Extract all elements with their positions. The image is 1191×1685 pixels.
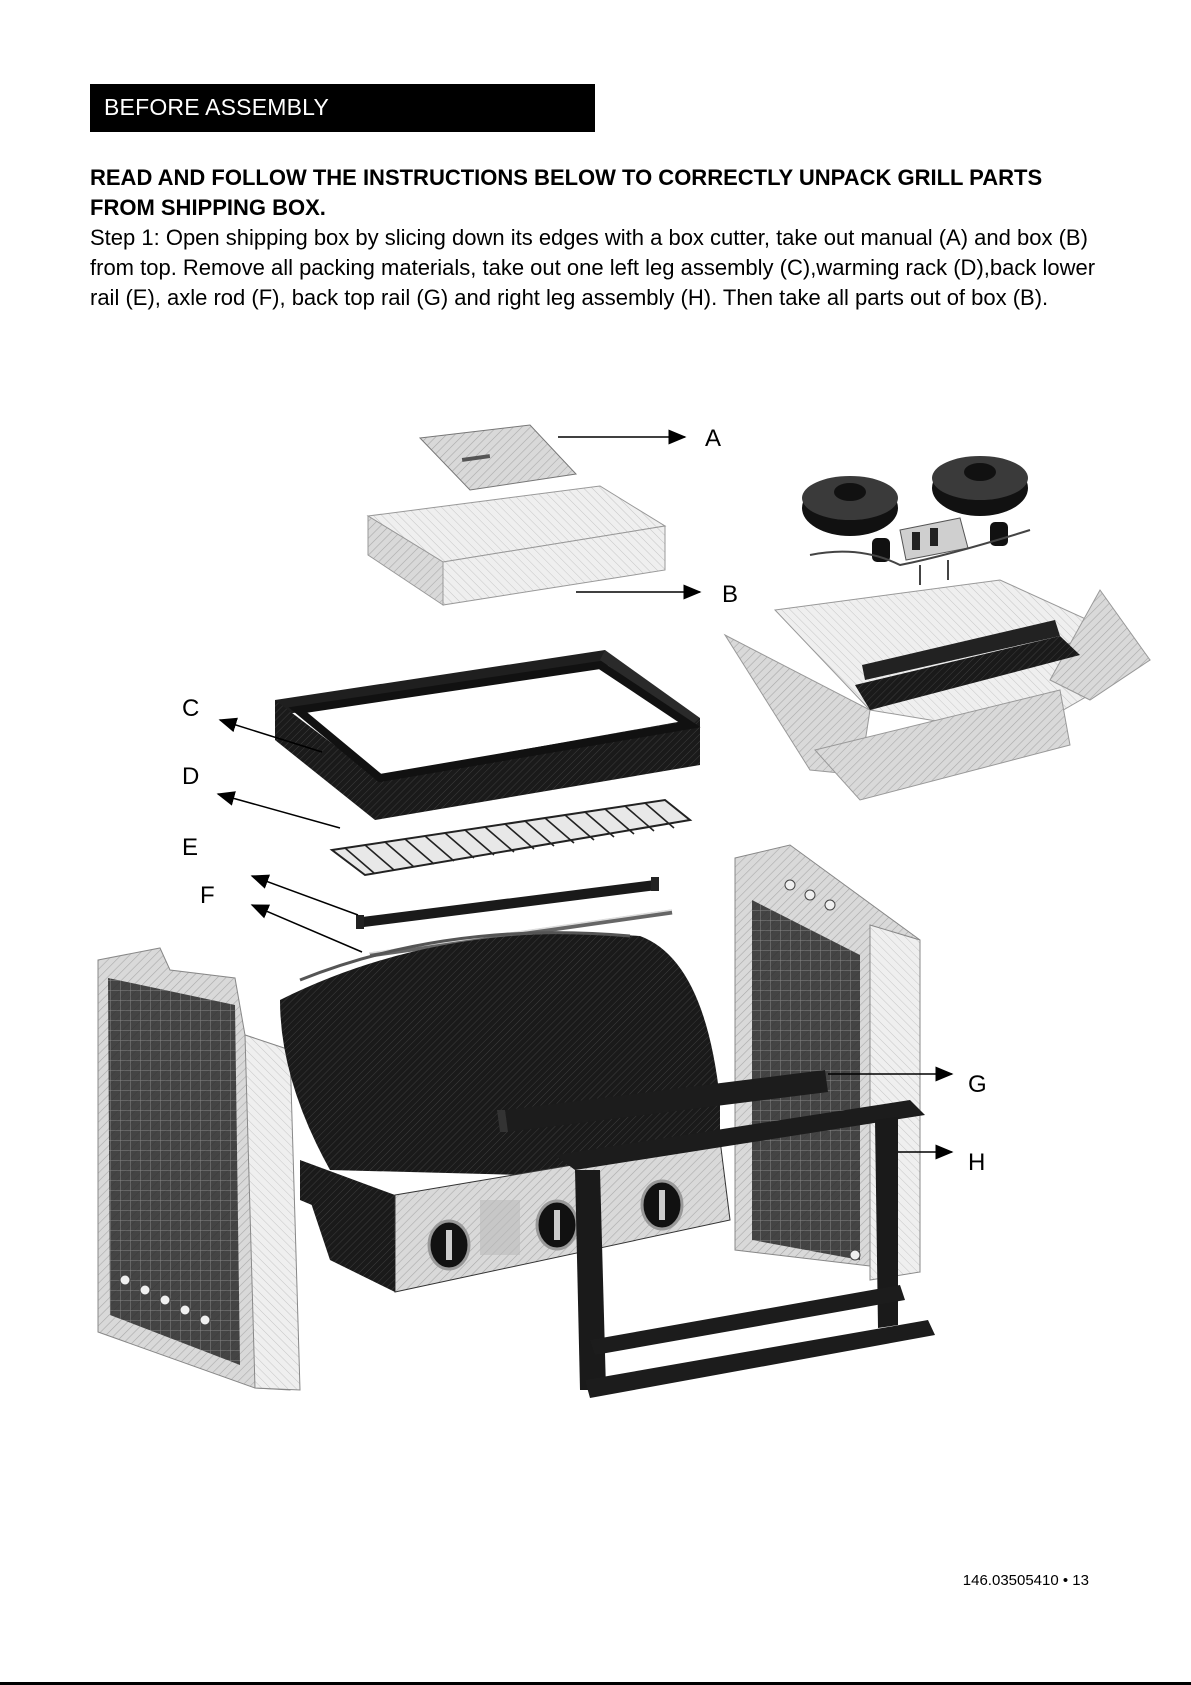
label-d: D <box>182 763 199 790</box>
arrow-c <box>218 717 323 753</box>
arrow-e <box>250 874 359 916</box>
page-number: 146.03505410 • 13 <box>962 1572 1089 1589</box>
back-top-rail-g <box>497 1070 828 1132</box>
label-a: A <box>705 425 721 452</box>
wheel-left <box>802 476 898 536</box>
instructions-step-1: Step 1: Open shipping box by slicing dow… <box>90 225 1096 310</box>
arrow-f <box>250 904 363 953</box>
right-leg-assembly-h <box>555 1100 935 1398</box>
label-c: C <box>182 695 199 722</box>
open-shipping-box <box>723 579 1151 801</box>
parts-box-b <box>366 485 667 606</box>
left-foam-insert <box>97 947 301 1391</box>
label-g: G <box>968 1071 987 1098</box>
instructions-block: READ AND FOLLOW THE INSTRUCTIONS BELOW T… <box>90 163 1110 313</box>
control-knobs <box>427 1179 684 1271</box>
warming-rack-d <box>329 798 693 877</box>
back-lower-rail-e <box>356 877 659 929</box>
label-f: F <box>200 882 215 909</box>
label-b: B <box>722 581 738 608</box>
label-h: H <box>968 1149 985 1176</box>
label-e: E <box>182 834 198 861</box>
arrow-d <box>216 791 341 829</box>
section-title-banner: BEFORE ASSEMBLY <box>90 84 595 132</box>
manual-part-a <box>418 424 578 491</box>
left-leg-assembly-c <box>275 650 701 820</box>
section-title: BEFORE ASSEMBLY <box>104 94 329 120</box>
wheel-right <box>932 456 1028 516</box>
instructions-heading: READ AND FOLLOW THE INSTRUCTIONS BELOW T… <box>90 165 1043 220</box>
bottom-rule <box>0 1682 1191 1685</box>
hardware-parts <box>809 517 1031 585</box>
exploded-parts-diagram: C D E <box>97 424 1151 1398</box>
